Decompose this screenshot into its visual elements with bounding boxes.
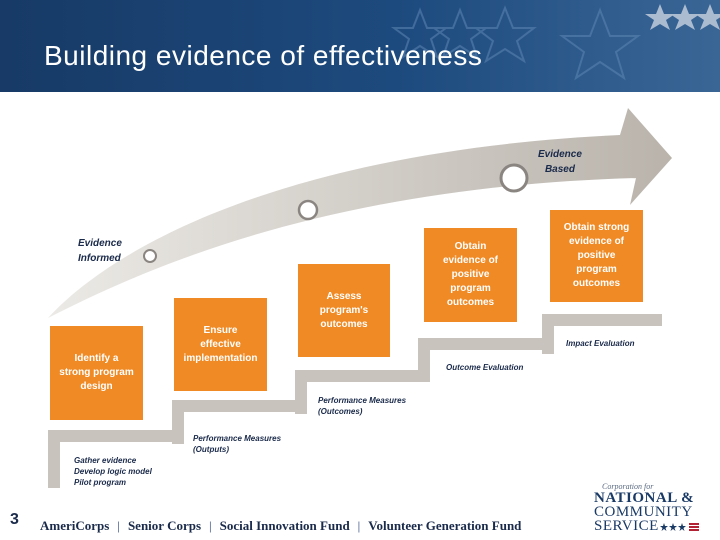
- evidence-based-label: Evidence Based: [538, 149, 582, 175]
- brand-separator: |: [357, 518, 361, 533]
- box-assess: Assess program's outcomes: [298, 264, 390, 357]
- box-obtain-evidence: Obtain evidence of positive program outc…: [424, 228, 517, 322]
- stars-decoration: [390, 4, 720, 81]
- logo-flag-icon: [660, 523, 699, 531]
- brand-social-innovation-fund: Social Innovation Fund: [219, 518, 350, 533]
- progress-arrow: [48, 108, 672, 318]
- page-number: 3: [10, 511, 19, 528]
- step-label-1: Gather evidence Develop logic model Pilo…: [74, 456, 152, 487]
- logo-line-1: Corporation for: [602, 482, 654, 491]
- box-identify: Identify a strong program design: [50, 326, 143, 420]
- logo-line-4: SERVICE: [594, 518, 659, 534]
- milestone-circle-large: [499, 163, 529, 193]
- footer-brands: AmeriCorps | Senior Corps | Social Innov…: [40, 518, 521, 534]
- step-label-4: Outcome Evaluation: [446, 363, 524, 372]
- footer: [0, 500, 720, 540]
- evidence-staircase-diagram: [48, 108, 672, 488]
- brand-americorps: AmeriCorps: [40, 518, 110, 533]
- logo-line-3: COMMUNITY: [594, 504, 693, 520]
- step-1: [48, 430, 60, 488]
- brand-separator: |: [117, 518, 120, 533]
- step-label-2: Performance Measures (Outputs): [193, 434, 282, 454]
- brand-volunteer-generation-fund: Volunteer Generation Fund: [368, 518, 522, 533]
- milestone-circle-medium: [297, 199, 319, 221]
- cncs-logo: Corporation for NATIONAL & COMMUNITY SER…: [592, 482, 714, 534]
- box-obtain-strong: Obtain strong evidence of positive progr…: [550, 210, 643, 302]
- step-label-5: Impact Evaluation: [566, 339, 635, 348]
- logo-line-2: NATIONAL &: [594, 490, 695, 506]
- title-bar: Building evidence of effectiveness: [0, 0, 720, 92]
- brand-senior-corps: Senior Corps: [127, 518, 202, 533]
- page-title: Building evidence of effectiveness: [44, 40, 483, 71]
- evidence-informed-label: Evidence Informed: [78, 238, 122, 264]
- box-ensure: Ensure effective implementation: [174, 298, 267, 391]
- milestone-circle-small: [143, 249, 157, 263]
- brand-separator: |: [209, 518, 212, 533]
- step-label-3: Performance Measures (Outcomes): [318, 396, 407, 416]
